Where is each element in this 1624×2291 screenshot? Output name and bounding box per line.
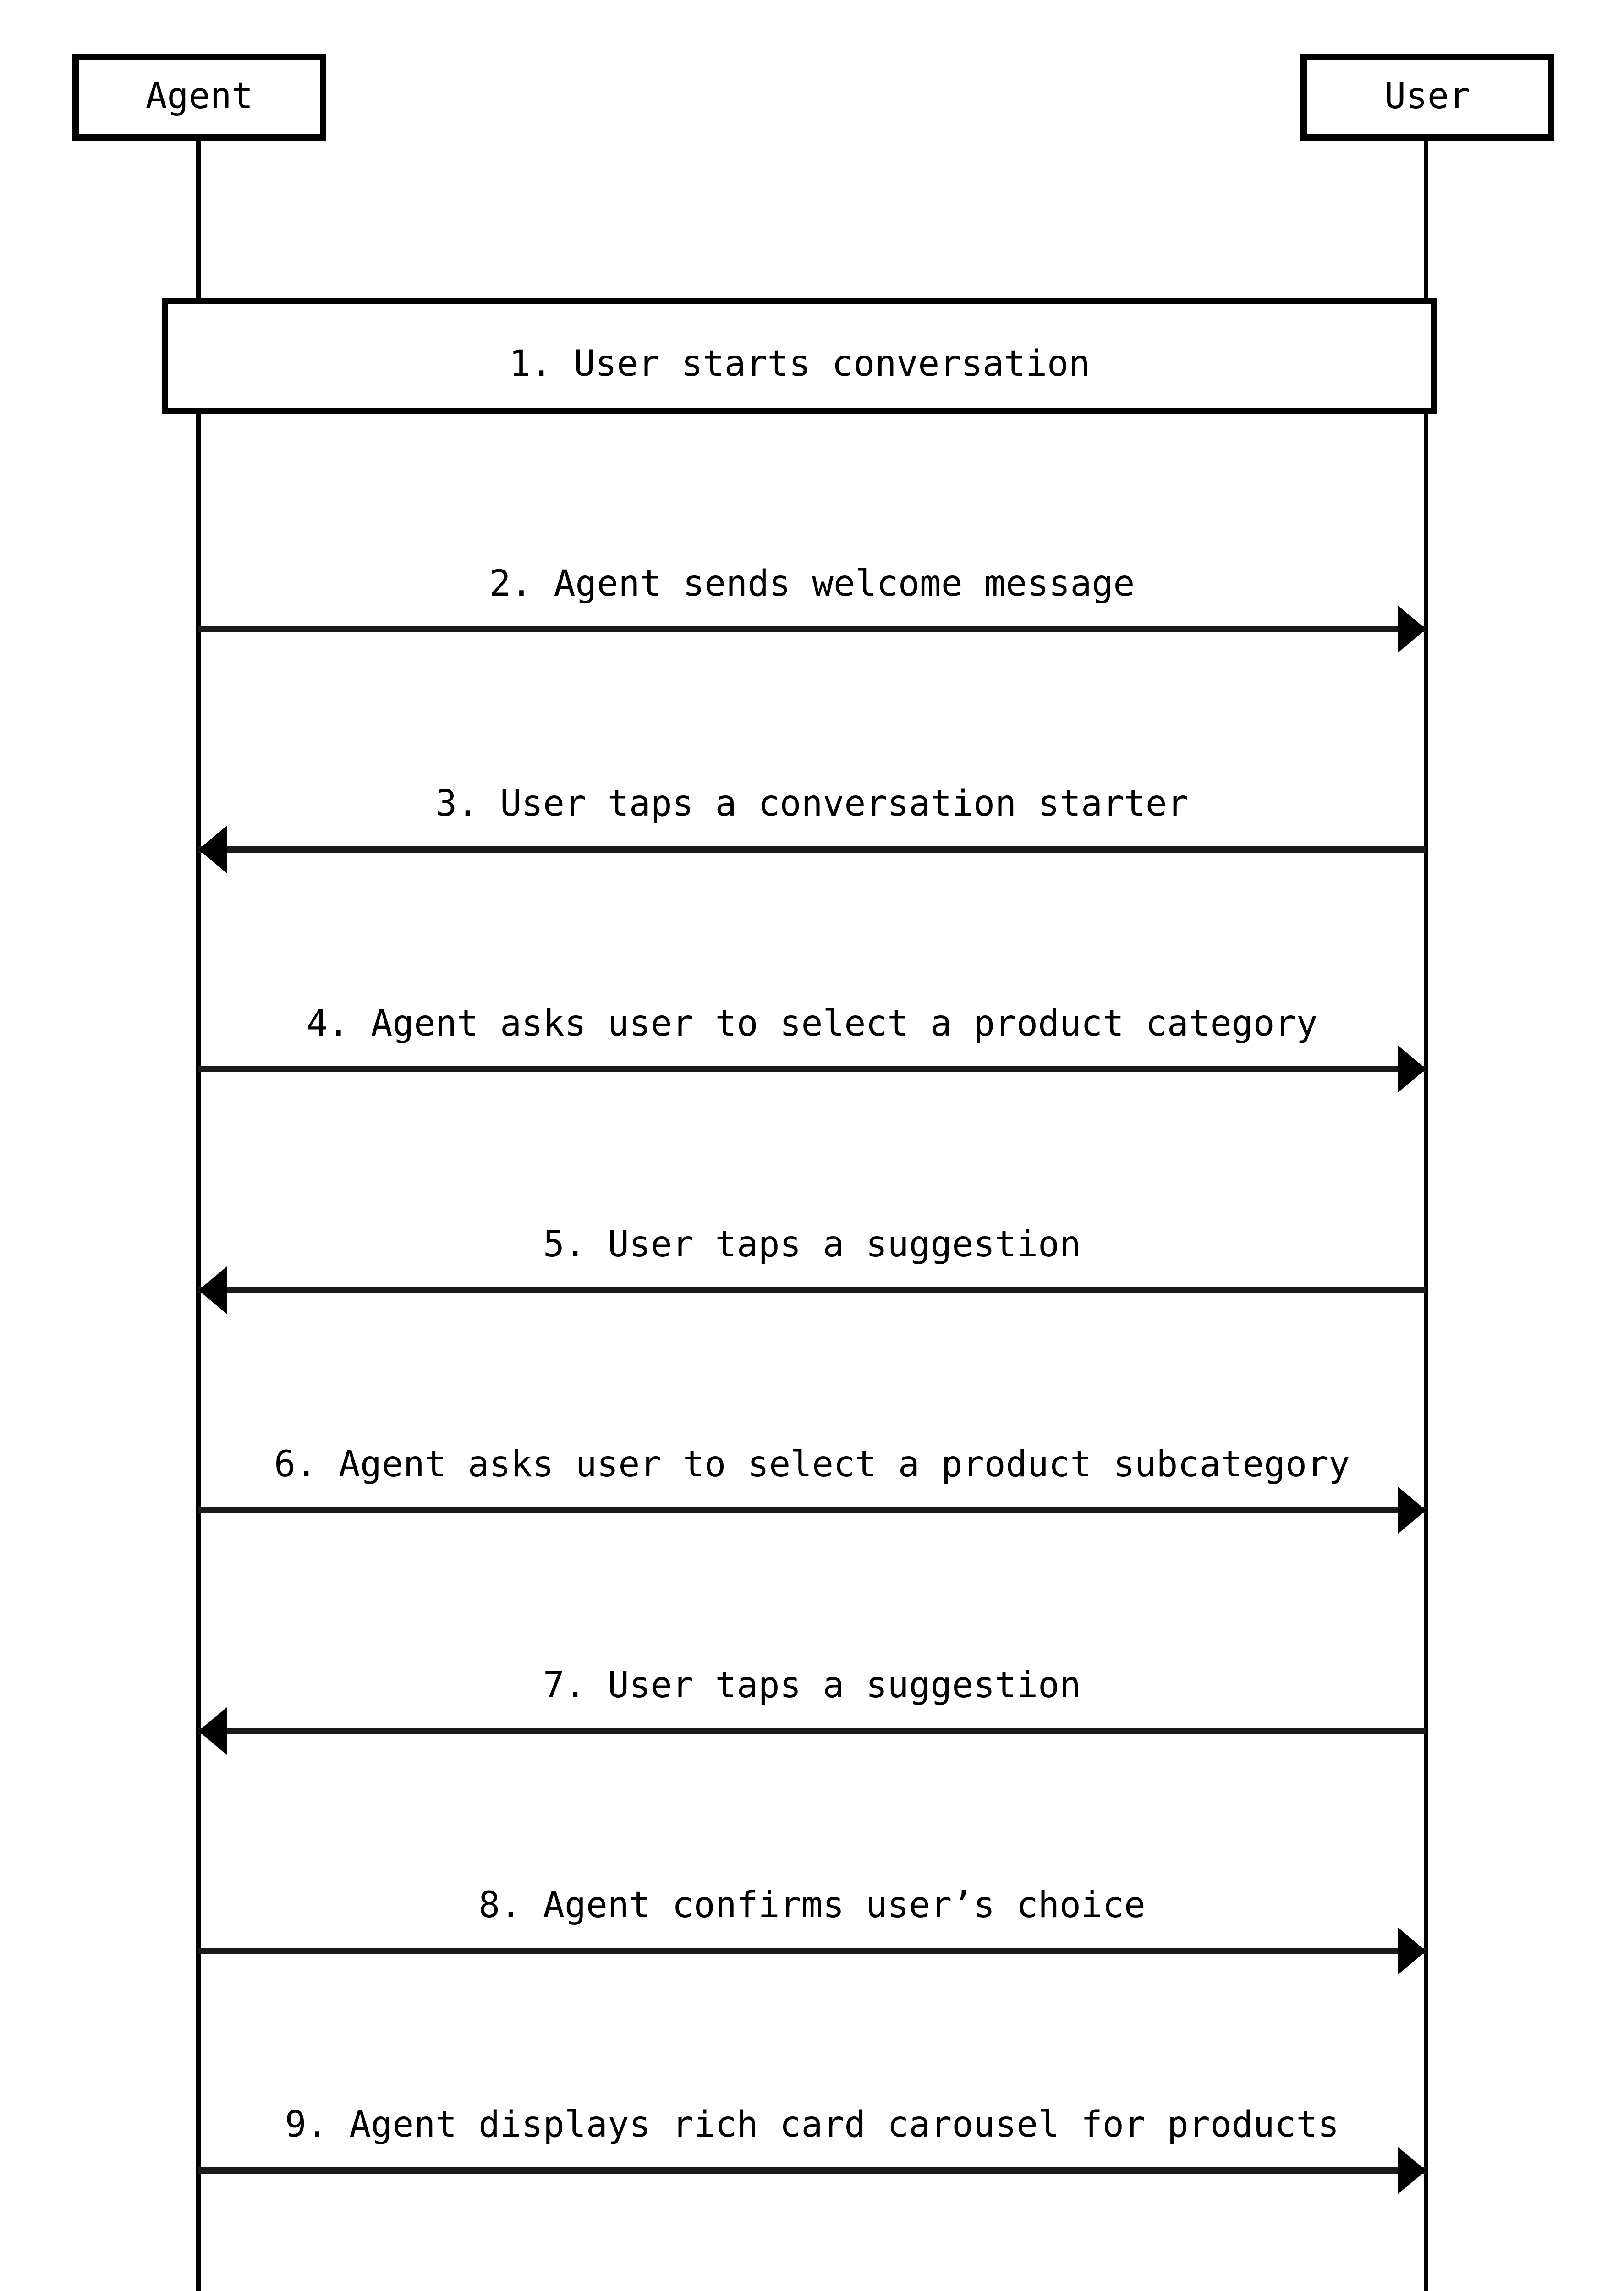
message-label-line: 5. User taps a suggestion xyxy=(543,1224,1081,1265)
message-9[interactable]: 9. Agent displays rich card carousel for… xyxy=(198,2104,1426,2194)
message-1[interactable]: 1. User starts conversation xyxy=(162,298,1437,414)
actor-box-rect[interactable] xyxy=(72,54,326,141)
actor-label-user: User xyxy=(1384,76,1470,117)
message-label-line: 4. Agent asks user to select a product c… xyxy=(306,1003,1317,1044)
arrow-head-left-icon xyxy=(198,1266,227,1314)
message-label: 1. User starts conversation xyxy=(509,343,1090,384)
message-label: 8. Agent confirms user’s choice xyxy=(478,1885,1146,1926)
message-label: 7. User taps a suggestion xyxy=(543,1665,1081,1706)
message-label-line: 6. Agent asks user to select a product s… xyxy=(274,1444,1350,1485)
actor-box-user-header[interactable]: User xyxy=(1300,54,1554,141)
lifelines-group xyxy=(196,137,1428,2291)
message-8[interactable]: 8. Agent confirms user’s choice xyxy=(198,1885,1426,1975)
actor-label-agent: Agent xyxy=(146,76,253,117)
message-label-line: 8. Agent confirms user’s choice xyxy=(478,1885,1146,1926)
arrow-head-right-icon xyxy=(1398,605,1426,653)
message-label: 6. Agent asks user to select a product s… xyxy=(274,1444,1350,1485)
message-2[interactable]: 2. Agent sends welcome message xyxy=(198,563,1426,653)
message-label-line: 2. Agent sends welcome message xyxy=(489,563,1135,604)
message-label: 9. Agent displays rich card carousel for… xyxy=(285,2104,1339,2145)
message-label-line: 7. User taps a suggestion xyxy=(543,1665,1081,1706)
actor-box-agent-header[interactable]: Agent xyxy=(72,54,326,141)
actor-box-rect[interactable] xyxy=(1300,54,1554,141)
message-6[interactable]: 6. Agent asks user to select a product s… xyxy=(198,1444,1426,1534)
self-message-box[interactable] xyxy=(162,298,1437,414)
message-label: 3. User taps a conversation starter xyxy=(435,783,1189,824)
message-5[interactable]: 5. User taps a suggestion xyxy=(198,1224,1426,1314)
message-label: 5. User taps a suggestion xyxy=(543,1224,1081,1265)
arrow-head-left-icon xyxy=(198,1707,227,1755)
message-label-line: 1. User starts conversation xyxy=(509,343,1090,384)
arrow-head-right-icon xyxy=(1398,1486,1426,1534)
arrow-head-right-icon xyxy=(1398,1045,1426,1093)
message-label: 4. Agent asks user to select a product c… xyxy=(306,1003,1317,1044)
messages-group: 1. User starts conversation 2. Agent send… xyxy=(162,298,1437,2194)
arrow-head-right-icon xyxy=(1398,2147,1426,2194)
message-3[interactable]: 3. User taps a conversation starter xyxy=(198,783,1426,873)
message-4[interactable]: 4. Agent asks user to select a product c… xyxy=(198,1003,1426,1093)
arrow-head-left-icon xyxy=(198,826,227,873)
arrow-head-right-icon xyxy=(1398,1927,1426,1975)
message-label-line: 3. User taps a conversation starter xyxy=(435,783,1189,824)
message-label-line: 9. Agent displays rich card carousel for… xyxy=(285,2104,1339,2145)
actor-boxes-group: AgentAgentUserUser xyxy=(72,54,1554,141)
message-7[interactable]: 7. User taps a suggestion xyxy=(198,1665,1426,1755)
message-label: 2. Agent sends welcome message xyxy=(489,563,1135,604)
